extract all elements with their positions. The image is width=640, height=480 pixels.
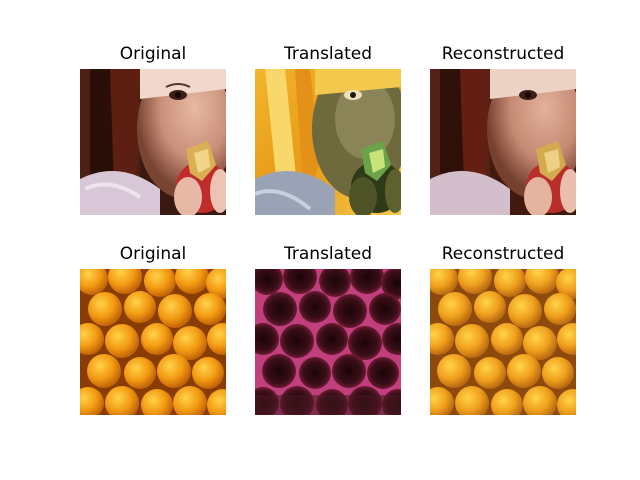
oranges-translated-image	[255, 269, 401, 415]
panel-title: Reconstructed	[441, 44, 565, 64]
face-reconstructed-image	[430, 69, 576, 215]
panel-title: Reconstructed	[441, 244, 565, 264]
panel-title: Translated	[284, 244, 372, 264]
face-original-image	[80, 69, 226, 215]
face-translated-image	[255, 69, 401, 215]
panel-title: Translated	[284, 44, 372, 64]
panel-title: Original	[119, 44, 187, 64]
oranges-reconstructed-image	[430, 269, 576, 415]
panel-title: Original	[119, 244, 187, 264]
oranges-original-image	[80, 269, 226, 415]
